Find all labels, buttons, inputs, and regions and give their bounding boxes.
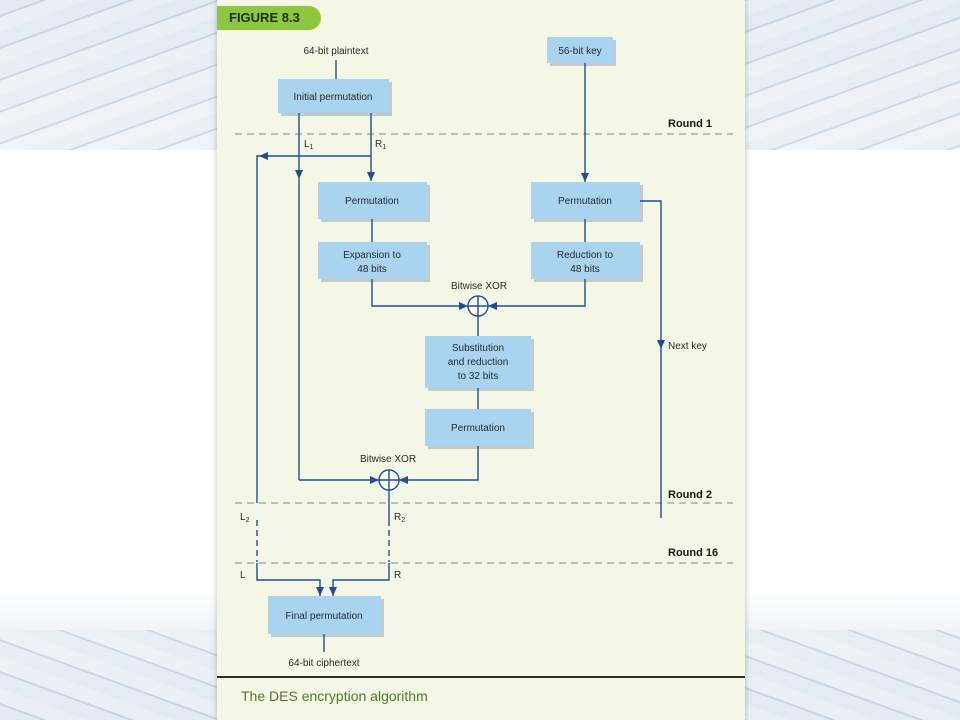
l-final-arrow [316,587,324,596]
r-final-label: R [394,570,401,581]
svg-text:Expansion to: Expansion to [343,250,401,261]
svg-text:Final permutation: Final permutation [285,611,362,622]
expansion-box: Expansion to 48 bits [318,242,430,282]
figure-panel: FIGURE 8.3 Round 1 Round 2 Round 16 64-b… [217,0,745,720]
permutation-to-xor-line [399,446,479,481]
next-key-arrow [657,340,665,349]
key-down-arrow [581,173,589,182]
permutation-key-box: Permutation [531,182,643,222]
svg-text:48 bits: 48 bits [570,264,599,275]
r1-down-arrow [367,172,375,181]
svg-text:Reduction to: Reduction to [557,250,614,261]
svg-text:and reduction: and reduction [448,357,509,368]
expansion-to-xor-line [371,279,468,307]
r1-label: R1 [375,139,386,151]
svg-text:Permutation: Permutation [558,196,612,207]
svg-text:48 bits: 48 bits [357,264,386,275]
permutation-left-box: Permutation [318,182,430,222]
substitution-box: Substitution and reduction to 32 bits [425,336,534,391]
figure-tag: FIGURE 8.3 [217,6,321,30]
bitwise-xor-top-label: Bitwise XOR [451,281,507,292]
key-label: 56-bit key [558,46,601,57]
svg-text:Permutation: Permutation [345,196,399,207]
permutation-center-box: Permutation [425,409,534,449]
initial-permutation-box: Initial permutation [278,79,392,116]
svg-text:to 32 bits: to 32 bits [458,371,499,382]
xor-bottom-symbol [378,469,400,491]
r2-label: R2 [394,512,405,524]
expansion-xor-arrow [459,302,468,310]
round-16-label: Round 16 [668,547,718,559]
l-final-label: L [240,570,246,581]
caption-divider [217,676,745,678]
round-1-label: Round 1 [668,118,712,130]
l2-label: L2 [240,512,250,524]
xor-top-symbol [467,295,489,317]
des-diagram: Round 1 Round 2 Round 16 64-bit plaintex… [235,37,733,669]
key-box: 56-bit key [547,37,616,66]
next-key-label: Next key [668,341,707,352]
r-to-final-line [332,563,390,596]
ciphertext-label: 64-bit ciphertext [288,658,359,669]
l1-arrow [295,170,303,179]
r1-to-l2-line [256,155,371,503]
bitwise-xor-bottom-label: Bitwise XOR [360,454,416,465]
next-key-line [640,200,662,518]
r1-feedback-arrow [259,152,268,160]
reduction-to-xor-line [488,279,586,307]
svg-text:Permutation: Permutation [451,423,505,434]
svg-text:Substitution: Substitution [452,343,504,354]
reduction-box: Reduction to 48 bits [531,242,643,282]
l1-label: L1 [304,139,314,151]
round-2-label: Round 2 [668,489,712,501]
final-permutation-box: Final permutation [268,596,384,637]
initial-permutation-text: Initial permutation [294,92,373,103]
figure-caption: The DES encryption algorithm [241,688,428,704]
r-final-arrow [329,587,337,596]
reduction-xor-arrow [488,302,497,310]
plaintext-label: 64-bit plaintext [303,46,368,57]
perm-xor-arrow [399,476,408,484]
l-to-final-line [256,563,321,596]
l1-xor-arrow [370,476,379,484]
